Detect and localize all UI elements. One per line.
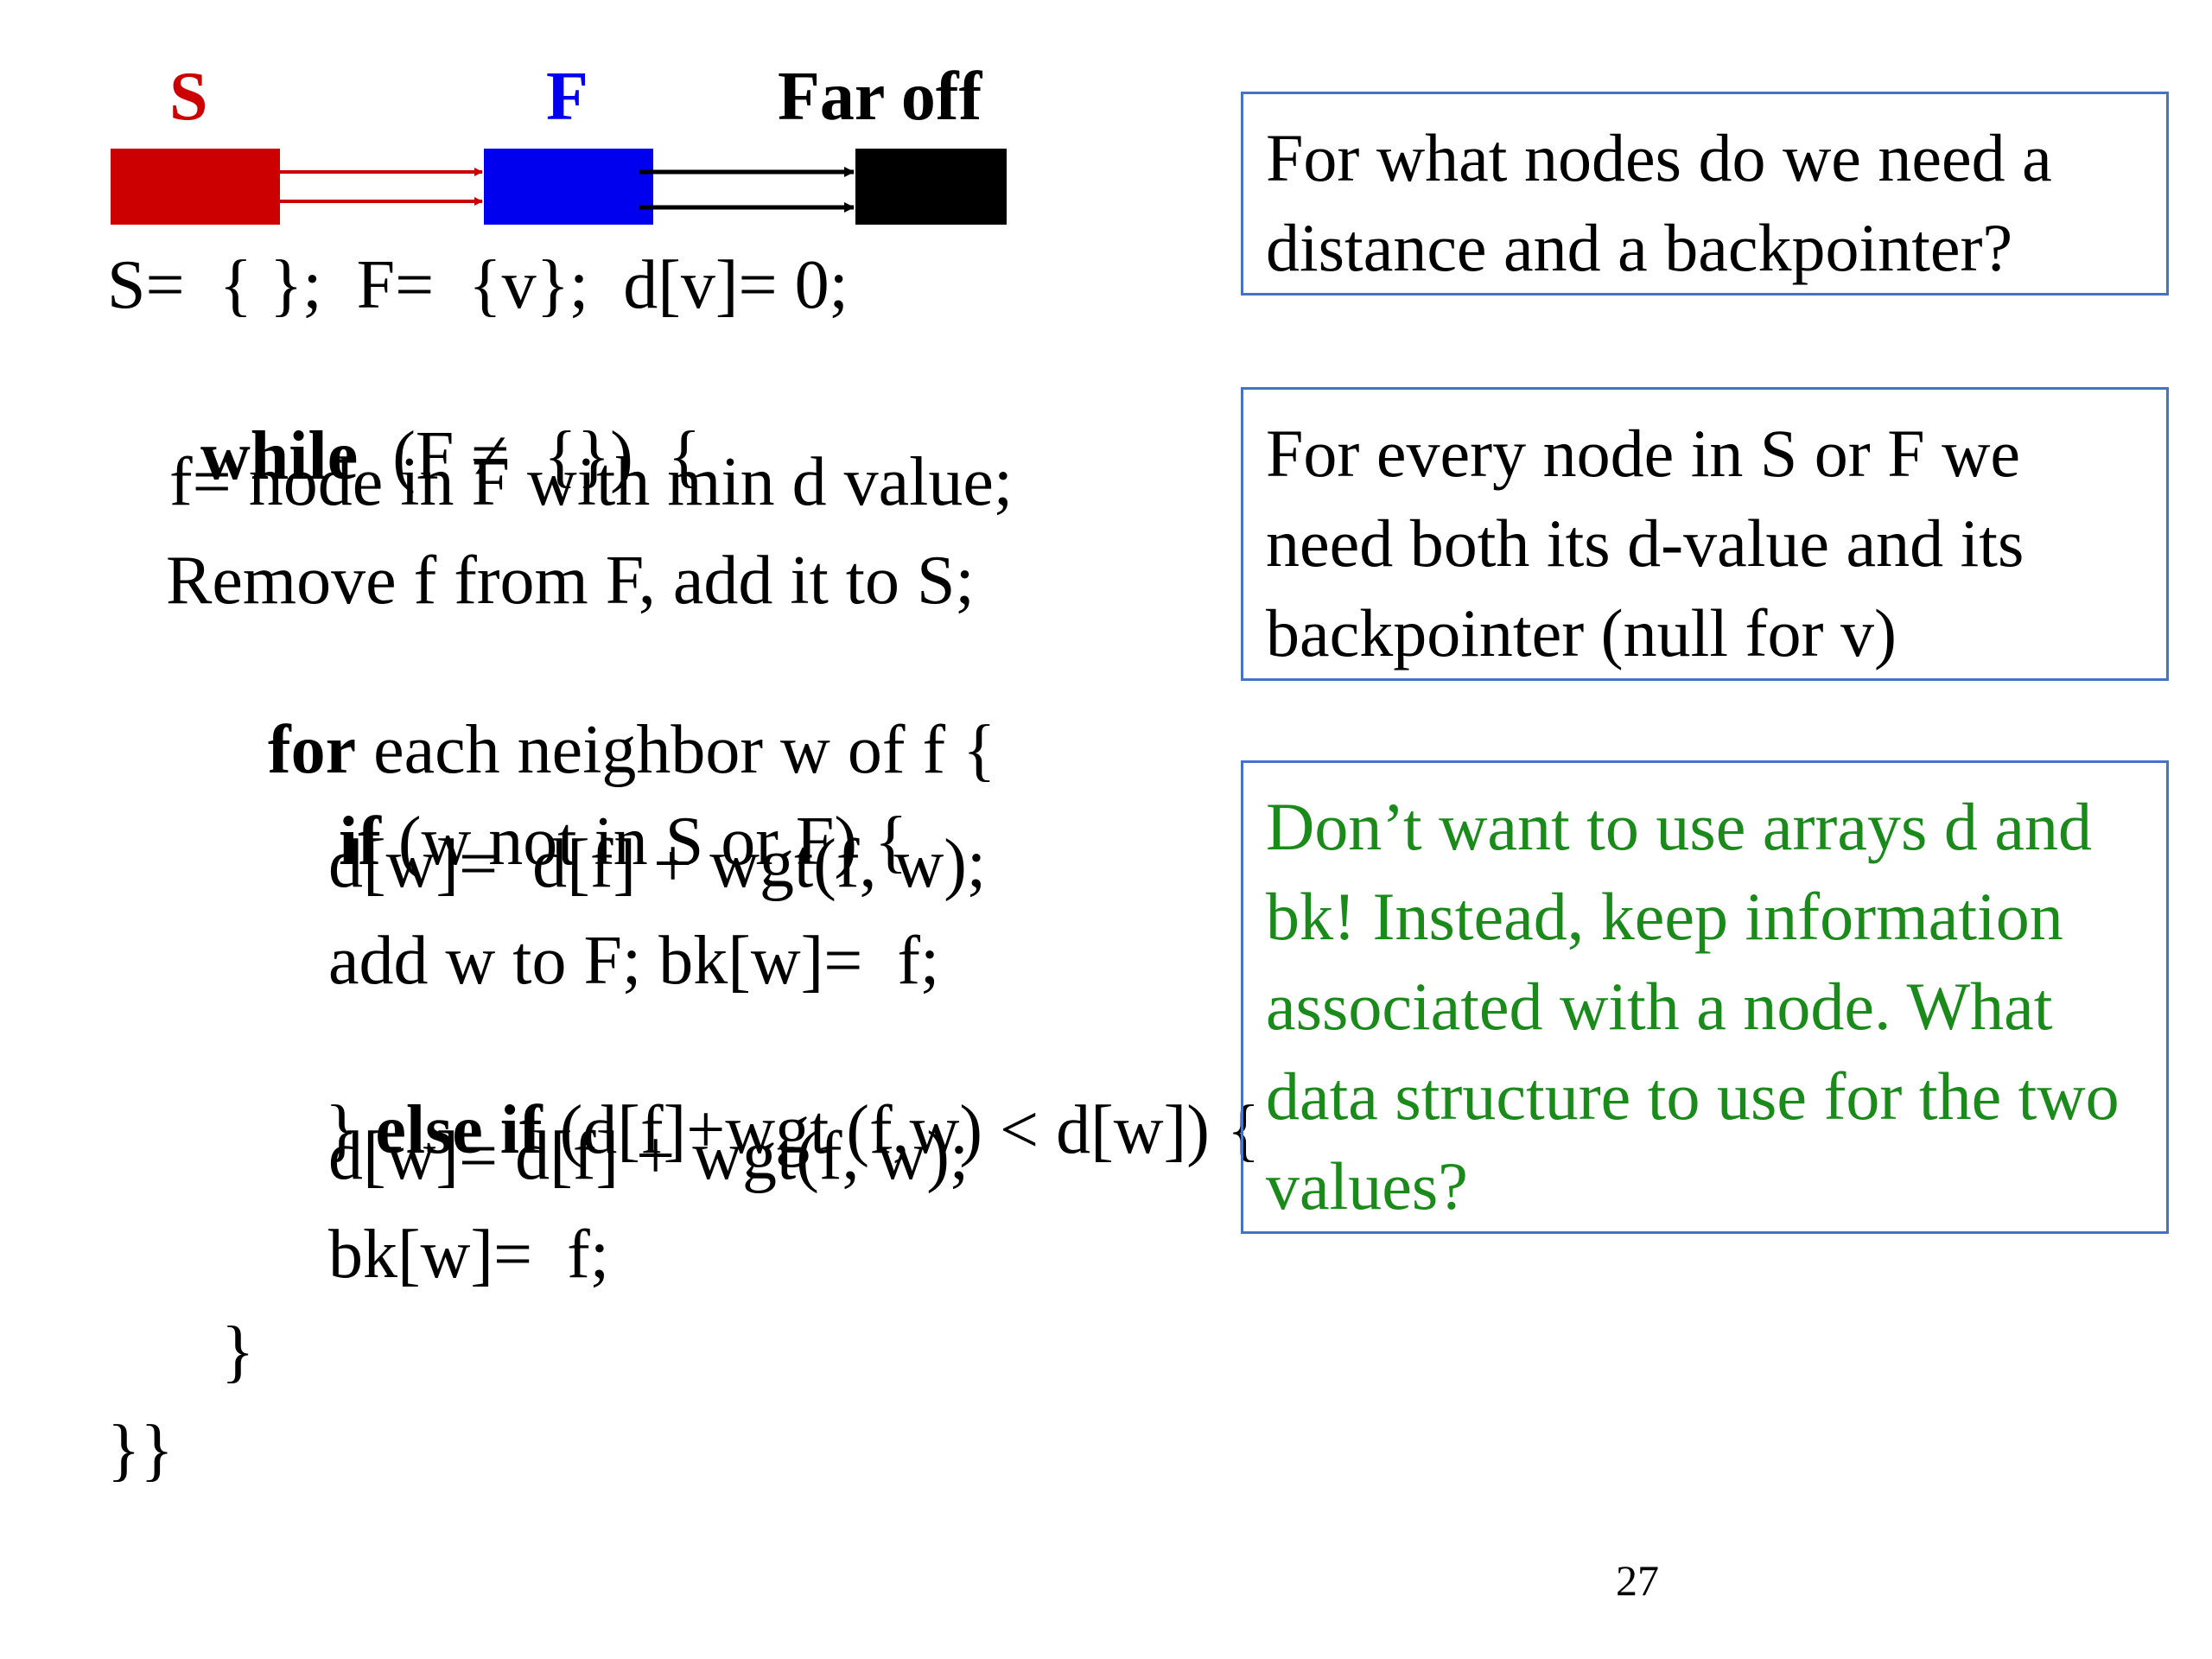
keyword-for: for bbox=[268, 712, 357, 788]
label-s: S bbox=[169, 59, 208, 135]
answer-panel: For every node in S or F we need both it… bbox=[1241, 387, 2169, 681]
code-close-inner: } bbox=[221, 1313, 255, 1389]
code-bk: bk[w]= f; bbox=[328, 1217, 610, 1293]
note-panel: Don’t want to use arrays d and bk! Inste… bbox=[1241, 760, 2169, 1234]
code-close-outer: }} bbox=[107, 1412, 174, 1488]
code-remove: Remove f from F, add it to S; bbox=[166, 543, 975, 619]
label-f: F bbox=[546, 59, 588, 135]
code-add-w: add w to F; bk[w]= f; bbox=[328, 923, 940, 999]
box-s bbox=[111, 149, 280, 225]
code-if: if (w not in S or F) { bbox=[235, 733, 907, 878]
box-far-off bbox=[855, 149, 1007, 225]
code-init: S= { }; F= {v}; d[v]= 0; bbox=[107, 247, 849, 323]
code-while-cond: (F ≠ {}) { bbox=[358, 418, 702, 494]
keyword-if: if bbox=[339, 804, 381, 880]
code-else-if-cond: (d[f]+wgt (f,w) < d[w]) { bbox=[542, 1092, 1261, 1168]
code-else-if: } else if (d[f]+wgt (f,w) < d[w]) { bbox=[221, 1021, 1260, 1166]
code-for: for each neighbor w of f { bbox=[164, 641, 996, 786]
keyword-else-if: else if bbox=[375, 1092, 543, 1168]
label-far-off: Far off bbox=[778, 59, 982, 135]
box-f bbox=[484, 149, 653, 225]
code-if-rest: (w not in S or F) { bbox=[380, 804, 908, 880]
code-for-rest: each neighbor w of f { bbox=[356, 712, 996, 788]
arrows bbox=[280, 167, 855, 213]
code-else-if-brace: } bbox=[325, 1092, 376, 1168]
code-min: f= node in F with min d value; bbox=[169, 444, 1014, 520]
keyword-while: while bbox=[200, 418, 359, 494]
code-assign-2: d[w]= d[f] + wgt(f, w); bbox=[328, 1118, 969, 1194]
question-panel: For what nodes do we need a distance and… bbox=[1241, 92, 2169, 296]
code-while: while (F ≠ {}) { bbox=[97, 347, 701, 493]
code-assign-1: d[w]= d[f] + wgt(f, w); bbox=[328, 826, 987, 902]
page-number: 27 bbox=[1616, 1556, 1659, 1605]
set-diagram: S F Far off bbox=[0, 0, 1037, 242]
